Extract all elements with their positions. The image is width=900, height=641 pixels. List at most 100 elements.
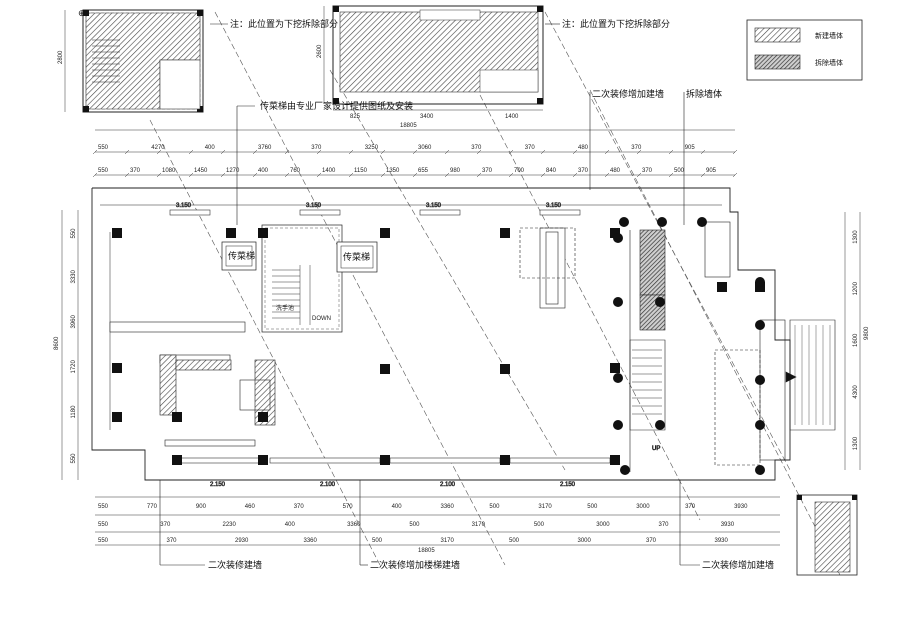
dumbwaiter-right: 传菜梯 bbox=[336, 241, 378, 273]
bottom-dim-row1-7: 3360 bbox=[441, 504, 455, 510]
dim-tick bbox=[636, 172, 642, 178]
inset-top-middle: 2600 825 3400 1400 注：此位置为下挖拆除部分 bbox=[317, 5, 670, 120]
top-dim-row1-4: 370 bbox=[311, 145, 322, 151]
dim-tick bbox=[188, 172, 194, 178]
top-dim-row2-13: 700 bbox=[514, 168, 525, 174]
bottom-dim-row1-10: 500 bbox=[587, 504, 598, 510]
inset-bottom-right bbox=[796, 494, 858, 576]
column-square bbox=[610, 455, 620, 465]
window-label-2: 3.150 bbox=[426, 203, 442, 209]
bottom-dim-row3-9: 3930 bbox=[715, 538, 729, 544]
right-total-dim: 9800 bbox=[864, 326, 870, 340]
bottom-dim-row3-6: 500 bbox=[509, 538, 520, 544]
left-dim-2: 3960 bbox=[71, 314, 77, 328]
top-dim-row2-18: 500 bbox=[674, 168, 685, 174]
column-square bbox=[610, 363, 620, 373]
dim-tick bbox=[380, 172, 386, 178]
dim-tick bbox=[572, 172, 578, 178]
column-square bbox=[172, 455, 182, 465]
column-square bbox=[717, 282, 727, 292]
left-dim-4: 1180 bbox=[71, 405, 77, 419]
dim-tick bbox=[444, 172, 450, 178]
diagonal-reference-lines bbox=[149, 11, 841, 576]
dim-tick bbox=[540, 172, 546, 178]
inset-top-left: 2800 ⊕ 注：此位置为下挖拆除部分 bbox=[58, 8, 338, 113]
window-label-1: 3.150 bbox=[306, 203, 322, 209]
bottom-dim-row1-8: 500 bbox=[489, 504, 500, 510]
column-round bbox=[655, 297, 665, 307]
dim-tick bbox=[156, 172, 162, 178]
top-dim-row2-5: 400 bbox=[258, 168, 269, 174]
window-label-0: 3.150 bbox=[176, 203, 192, 209]
bottom-total-dim: 18805 bbox=[418, 548, 435, 554]
note-demolish-wall: 拆除墙体 bbox=[686, 88, 722, 99]
top-dim-row1-0: 550 bbox=[98, 145, 109, 151]
top-total-dim: 18805 bbox=[400, 123, 417, 129]
top-dim-row2-7: 1400 bbox=[322, 168, 336, 174]
dim-tick bbox=[700, 149, 706, 155]
column-square bbox=[380, 228, 390, 238]
bottom-dim-row2-1: 370 bbox=[160, 522, 171, 528]
note-top-left: 注：此位置为下挖拆除部分 bbox=[230, 18, 338, 29]
dim-tick bbox=[668, 172, 674, 178]
dim-tick bbox=[380, 149, 386, 155]
bottom-dim-row1-3: 460 bbox=[245, 504, 256, 510]
left-dim-5: 550 bbox=[71, 453, 77, 464]
top-dim-row1-6: 3060 bbox=[418, 145, 432, 151]
bottom-callouts bbox=[159, 480, 700, 566]
bottom-dim-row1-9: 3170 bbox=[538, 504, 552, 510]
right-dim-3: 4300 bbox=[853, 385, 859, 399]
bottom-dim-row1-1: 770 bbox=[147, 504, 158, 510]
right-dim-4: 1300 bbox=[853, 436, 859, 450]
column-round bbox=[613, 373, 623, 383]
column-round bbox=[755, 465, 765, 475]
bottom-dim-row3-7: 3000 bbox=[578, 538, 592, 544]
column-square bbox=[380, 364, 390, 374]
window-label-6: 2.100 bbox=[440, 482, 456, 488]
column-round bbox=[613, 297, 623, 307]
note-secondary-wall-bottom-left: 二次装修建墙 bbox=[208, 559, 262, 570]
dim-tick bbox=[732, 149, 738, 155]
bottom-dim-row3-8: 370 bbox=[646, 538, 657, 544]
top-dim-row1-1: 4270 bbox=[151, 145, 165, 151]
inset-mid-dim-1: 3400 bbox=[420, 114, 434, 120]
bottom-dim-row3-2: 2930 bbox=[235, 538, 249, 544]
top-dim-row1-11: 905 bbox=[685, 145, 696, 151]
dim-tick bbox=[156, 149, 162, 155]
note-secondary-wall-bottom-right: 二次装修增加建墙 bbox=[702, 559, 774, 570]
column-round bbox=[613, 233, 623, 243]
legend-new-wall-swatch bbox=[754, 27, 801, 43]
bottom-dim-row1-13: 3930 bbox=[734, 504, 748, 510]
bottom-dim-row1-5: 570 bbox=[343, 504, 354, 510]
bottom-dim-row2-5: 500 bbox=[409, 522, 420, 528]
dim-tick bbox=[92, 149, 98, 155]
legend-demolish-wall-swatch bbox=[754, 54, 801, 70]
bottom-dim-row2-3: 400 bbox=[285, 522, 296, 528]
dim-tick bbox=[124, 172, 130, 178]
column-square bbox=[172, 412, 182, 422]
top-dim-row2-14: 840 bbox=[546, 168, 557, 174]
column-square bbox=[258, 455, 268, 465]
legend: 新建墙体 拆除墙体 bbox=[746, 19, 863, 81]
dim-tick bbox=[732, 172, 738, 178]
column-square bbox=[500, 228, 510, 238]
dim-tick bbox=[348, 172, 354, 178]
bottom-dim-row1-11: 3000 bbox=[636, 504, 650, 510]
top-dim-row2-1: 370 bbox=[130, 168, 141, 174]
structural-columns bbox=[112, 217, 765, 475]
dim-tick bbox=[476, 149, 482, 155]
note-secondary-wall-top: 二次装修增加建墙 bbox=[592, 88, 664, 99]
left-partitions bbox=[109, 321, 276, 447]
left-dim-0: 550 bbox=[71, 228, 77, 239]
note-manufacturer: 传菜梯由专业厂家设计提供图纸及安装 bbox=[260, 100, 413, 111]
window-label-7: 2.150 bbox=[560, 482, 576, 488]
column-square bbox=[258, 412, 268, 422]
bottom-dim-row2-0: 550 bbox=[98, 522, 109, 528]
dim-tick bbox=[220, 149, 226, 155]
column-square bbox=[226, 228, 236, 238]
column-square bbox=[500, 364, 510, 374]
legend-new-wall-label: 新建墙体 bbox=[815, 31, 843, 40]
